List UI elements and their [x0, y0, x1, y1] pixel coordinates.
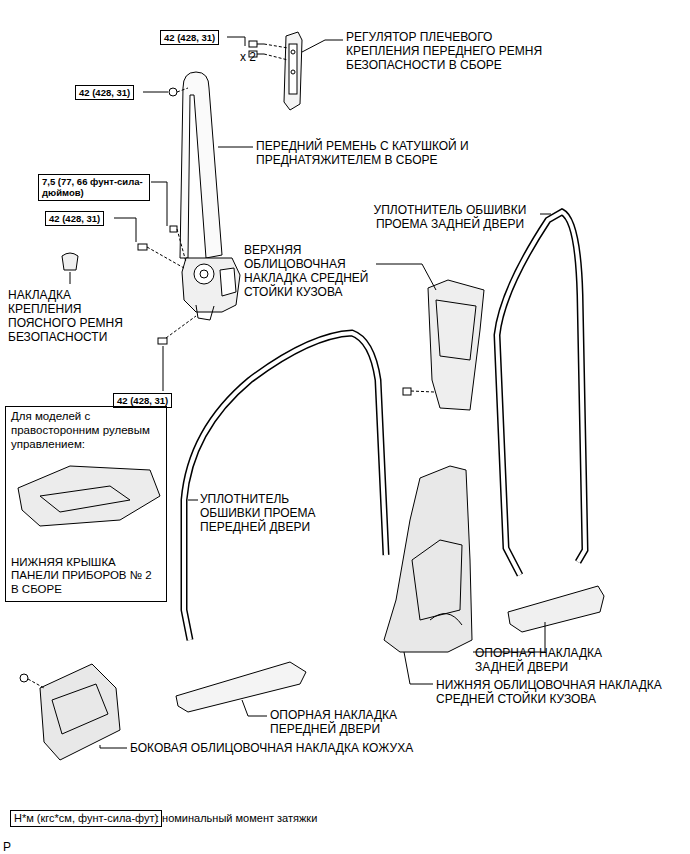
node-text: 42 (428, 31) — [117, 395, 168, 406]
part-name: ОПОРНАЯ НАКЛАДКА ПЕРЕДНЕЙ ДВЕРИ — [270, 708, 430, 736]
torque-legend-box: Н*м (кгс*см, фунт-сила-фут) — [10, 810, 162, 827]
part-name: БОКОВАЯ ОБЛИЦОВОЧНАЯ НАКЛАДКА КОЖУХА — [130, 741, 470, 755]
part-name: ПЕРЕДНИЙ РЕМЕНЬ С КАТУШКОЙ И ПРЕДНАТЯЖИТ… — [256, 139, 546, 167]
pillar-lower-trim — [384, 466, 472, 652]
torque-box: 7,5 (77, 66 фунт-сила-дюймов) — [38, 174, 150, 201]
rear-scuff-plate — [508, 586, 604, 632]
seat-belt — [138, 72, 240, 344]
shoulder-adjuster — [284, 32, 302, 110]
part-name: НИЖНЯЯ КРЫШКА ПАНЕЛИ ПРИБОРОВ № 2 В СБОР… — [11, 556, 161, 597]
part-name: НАКЛАДКА КРЕПЛЕНИЯ ПОЯСНОГО РЕМНЯ БЕЗОПА… — [8, 288, 133, 345]
torque-box: 42 (428, 31) — [45, 211, 104, 226]
variant-inset: Для моделей с правосторонним рулевым упр… — [5, 406, 167, 602]
part-name: РЕГУЛЯТОР ПЛЕЧЕВОГО КРЕПЛЕНИЯ ПЕРЕДНЕГО … — [346, 30, 566, 72]
cowl-side-trim — [20, 664, 120, 760]
torque-box: 42 (428, 31) — [160, 30, 219, 45]
node-text: 42 (428, 31) — [79, 87, 130, 98]
node-text: 42 (428, 31) — [164, 32, 215, 43]
part-name: ВЕРХНЯЯ ОБЛИЦОВОЧНАЯ НАКЛАДКА СРЕДНЕЙ СТ… — [244, 243, 374, 300]
lower-cover-illustration — [18, 466, 160, 526]
part-name: ОПОРНАЯ НАКЛАДКА ЗАДНЕЙ ДВЕРИ — [475, 646, 625, 674]
part-name: НИЖНЯЯ ОБЛИЦОВОЧНАЯ НАКЛАДКА СРЕДНЕЙ СТО… — [436, 678, 686, 706]
anchor-cover — [62, 253, 78, 270]
node-text: Н*м (кгс*см, фунт-сила-фут) — [14, 812, 158, 825]
front-scuff-plate — [176, 662, 306, 712]
part-name: УПЛОТНИТЕЛЬ ОБШИВКИ ПРОЕМА ЗАДНЕЙ ДВЕРИ — [360, 203, 540, 231]
node-text: Для моделей с правосторонним рулевым упр… — [11, 410, 161, 451]
node-text: 7,5 (77, 66 фунт-сила-дюймов) — [42, 176, 146, 199]
weatherstrip — [184, 212, 585, 640]
torque-box: 42 (428, 31) — [75, 85, 134, 100]
quantity: x 2 — [240, 50, 270, 64]
part-name: УПЛОТНИТЕЛЬ ОБШИВКИ ПРОЕМА ПЕРЕДНЕЙ ДВЕР… — [200, 492, 350, 534]
figure-code: P — [3, 840, 23, 854]
legend-text: : номинальный момент затяжки — [156, 812, 406, 825]
node-text: 42 (428, 31) — [49, 213, 100, 224]
pillar-upper-trim — [403, 280, 484, 410]
leader-line — [70, 37, 551, 748]
